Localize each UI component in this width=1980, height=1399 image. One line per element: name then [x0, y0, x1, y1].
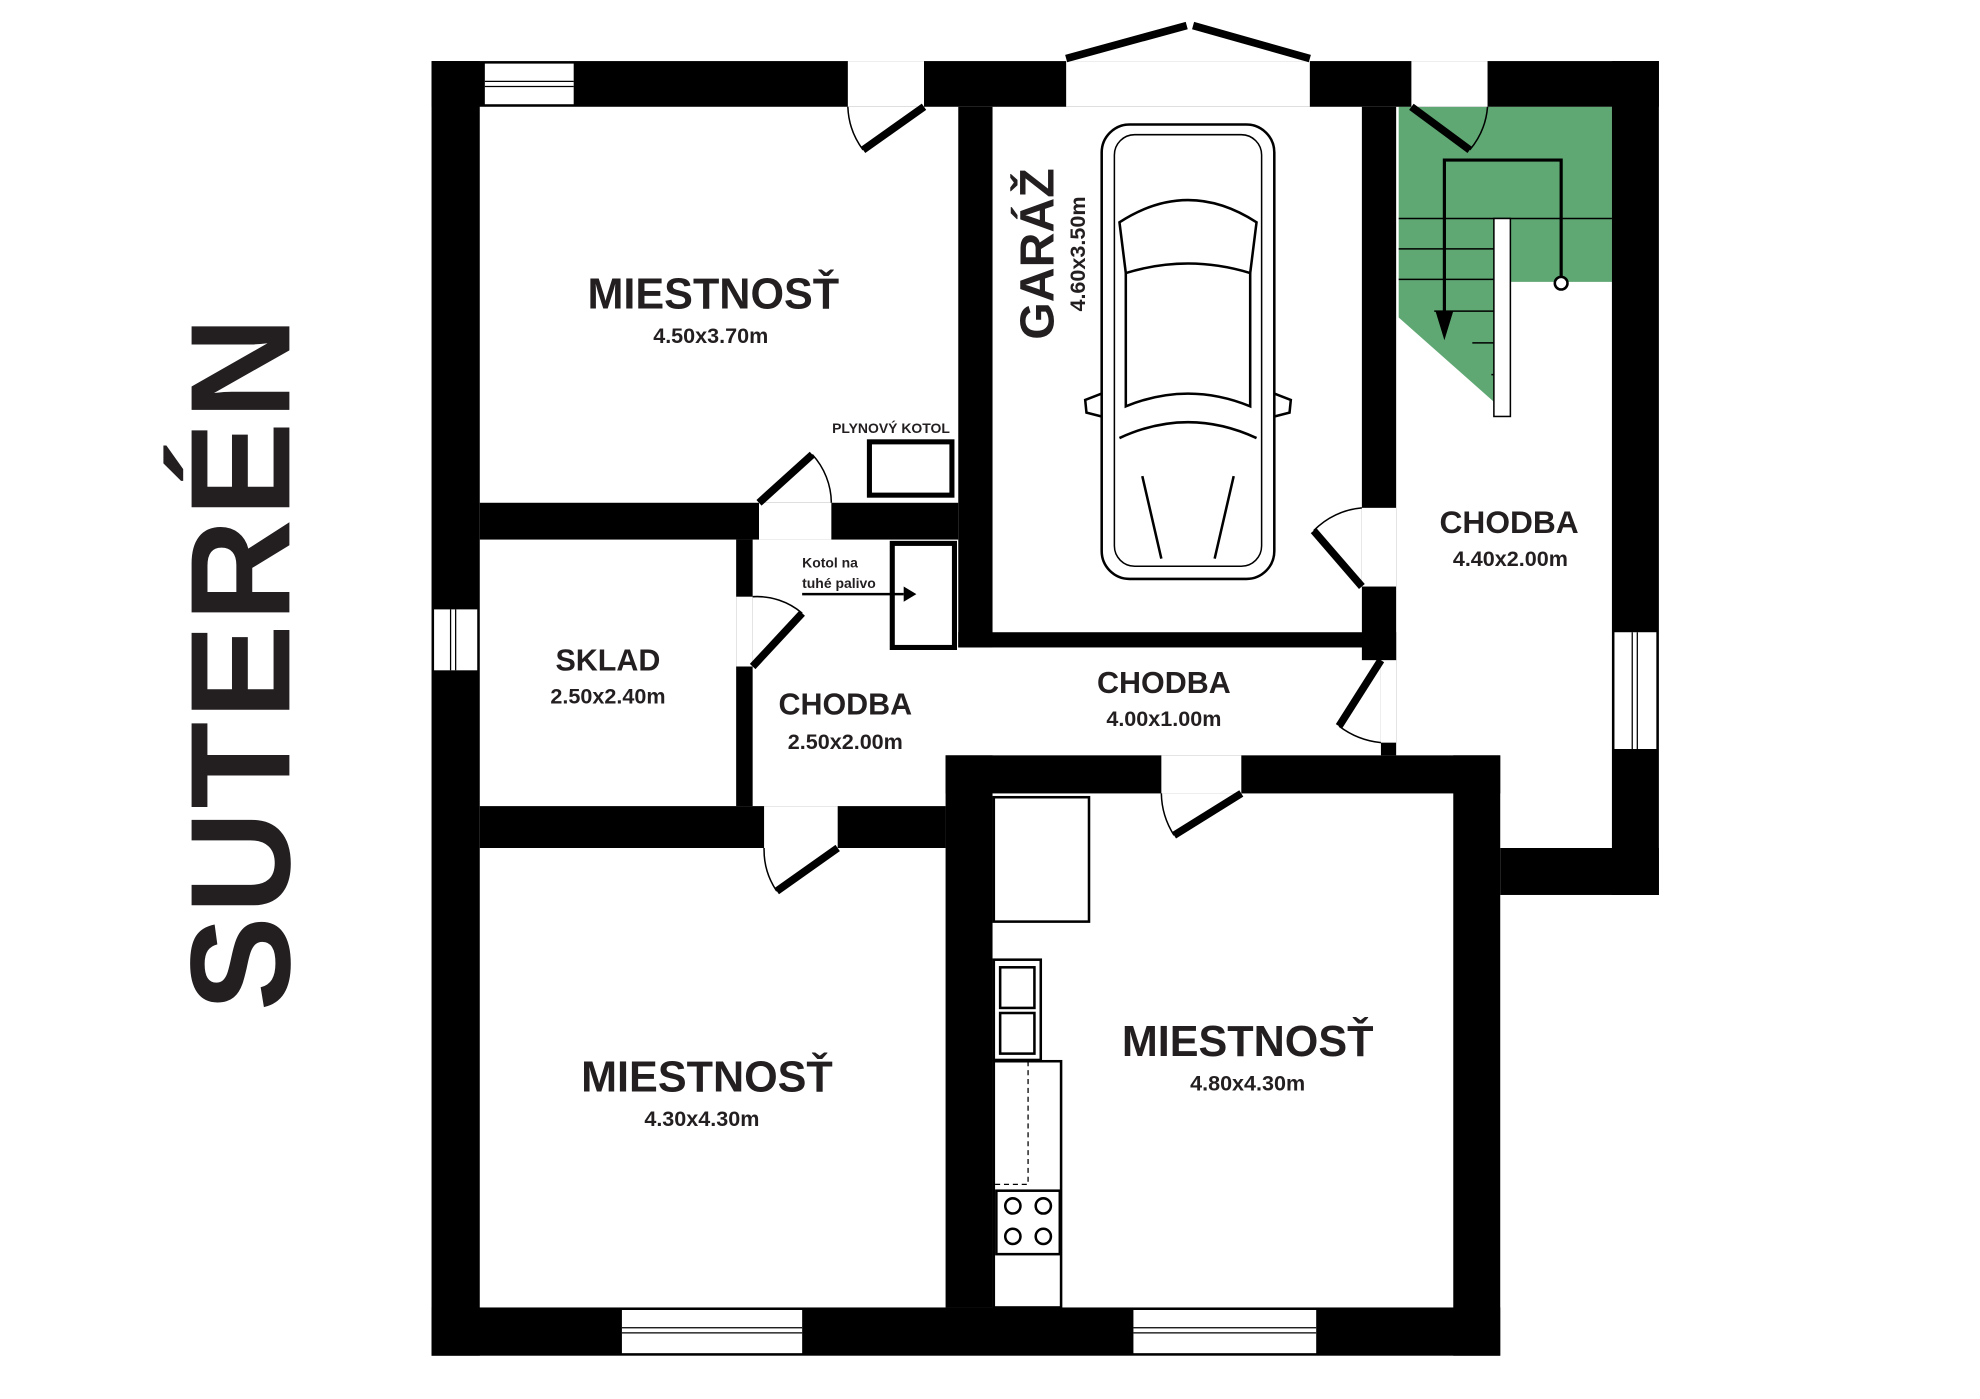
room-4-size: 2.50x2.40m	[550, 683, 665, 708]
room-8-name: MIESTNOSŤ	[1122, 1017, 1374, 1066]
fixtures	[802, 439, 1091, 1309]
room-5-name: CHODBA	[778, 688, 912, 722]
room-5-size: 2.50x2.00m	[788, 729, 903, 754]
room-2-size: 4.60x3.50m	[1065, 196, 1090, 311]
solid-boiler-label-2: tuhé palivo	[802, 575, 876, 591]
floor-title: SUTERÉN	[161, 314, 320, 1011]
room-3-size: 4.40x2.00m	[1453, 546, 1568, 571]
solid-boiler-label-1: Kotol na	[802, 555, 858, 571]
room-2-name: GARÁŽ	[1009, 168, 1064, 339]
doors	[749, 21, 1489, 895]
room-6-size: 4.00x1.00m	[1106, 706, 1221, 731]
staircase	[1398, 106, 1612, 418]
room-1-size: 4.50x3.70m	[653, 323, 768, 348]
car-icon	[1083, 123, 1293, 581]
room-7-name: MIESTNOSŤ	[581, 1053, 833, 1102]
room-1-name: MIESTNOSŤ	[587, 270, 839, 319]
room-4-name: SKLAD	[556, 643, 661, 677]
room-6-name: CHODBA	[1097, 666, 1231, 700]
walls	[431, 61, 1659, 1356]
room-7-size: 4.30x4.30m	[644, 1106, 759, 1131]
room-8-size: 4.80x4.30m	[1190, 1070, 1305, 1095]
room-3-name: CHODBA	[1440, 504, 1579, 540]
gas-boiler-label: PLYNOVÝ KOTOL	[832, 419, 950, 436]
